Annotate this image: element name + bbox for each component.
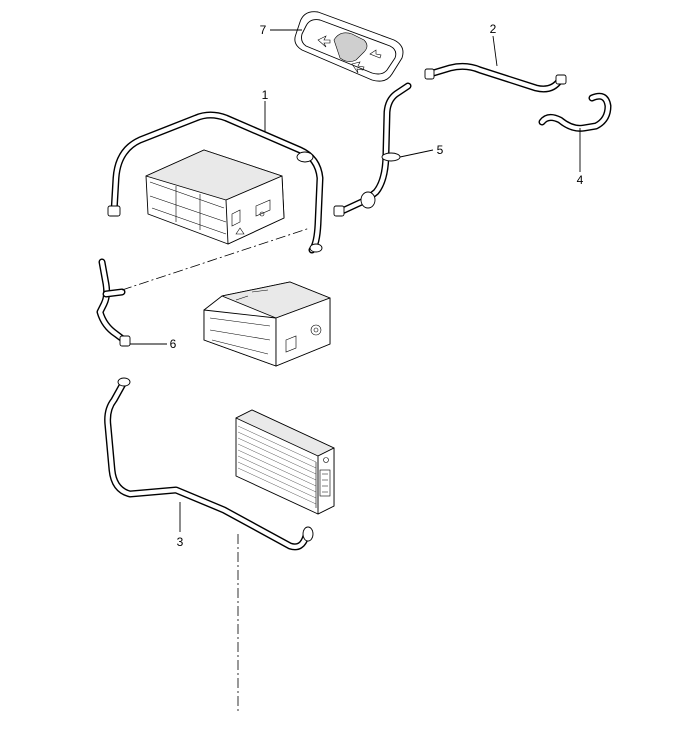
callout-5[interactable]: 5 (437, 143, 444, 157)
control-unit-lower (235, 409, 335, 515)
control-unit-middle (203, 281, 331, 367)
callout-7[interactable]: 7 (260, 23, 267, 37)
callout-1[interactable]: 1 (262, 88, 269, 102)
part-1-hose[interactable] (107, 111, 324, 254)
callout-2[interactable]: 2 (490, 22, 497, 36)
part-2-hose[interactable] (424, 62, 567, 93)
part-6-hose[interactable] (96, 258, 131, 347)
callout-3[interactable]: 3 (177, 535, 184, 549)
callout-4[interactable]: 4 (577, 173, 584, 187)
part-7-cover-plate[interactable] (294, 11, 404, 82)
callout-labels: 1 2 3 4 5 6 7 (170, 22, 584, 549)
part-5-hose[interactable] (333, 82, 412, 217)
callout-6[interactable]: 6 (170, 337, 177, 351)
alignment-lines (121, 227, 311, 712)
part-3-hose[interactable] (104, 377, 314, 551)
part-4-hose[interactable] (538, 92, 612, 132)
leader-lines (130, 29, 581, 532)
control-unit-upper (145, 149, 285, 245)
